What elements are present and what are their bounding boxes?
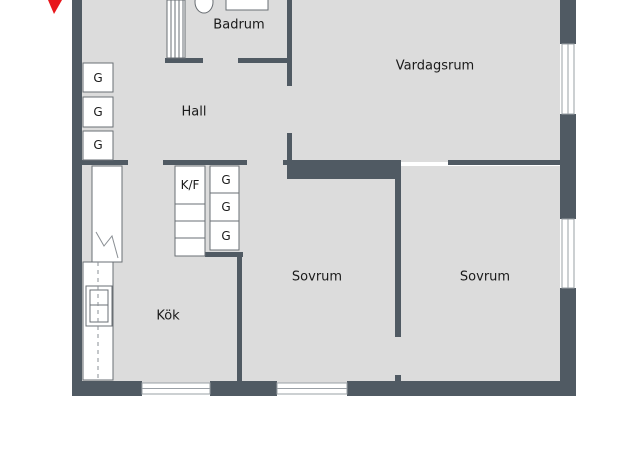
wall-bottom-left bbox=[72, 381, 142, 396]
cabinet-label-hall-1: G bbox=[93, 71, 103, 85]
bath-washbasin bbox=[225, 0, 269, 11]
kitchen-wardrobe-1 bbox=[209, 165, 240, 194]
bath-toilet bbox=[194, 0, 214, 14]
interior-walls bbox=[82, 0, 560, 383]
wall-bathroom-right bbox=[287, 0, 292, 86]
cabinet-label-kitchen-2: G bbox=[221, 200, 231, 214]
wall-hall-bottom-left bbox=[82, 160, 128, 165]
cabinet-label-hall-3: G bbox=[93, 138, 103, 152]
wall-bottom-right bbox=[347, 381, 576, 396]
kitchen-wardrobe-3 bbox=[209, 220, 240, 251]
cabinet-label-kitchen-3: G bbox=[221, 229, 231, 243]
wall-bedroom-divider-stub bbox=[395, 375, 401, 383]
room-label-sovrum-2: Sovrum bbox=[459, 269, 511, 285]
hall-wardrobe-2 bbox=[82, 96, 114, 128]
wall-right-bottom bbox=[560, 288, 576, 396]
kitchen-sink-basin bbox=[89, 289, 109, 323]
wall-bedroom-2-top bbox=[448, 160, 560, 165]
fridge-freezer-lower bbox=[174, 203, 206, 257]
wall-bathroom-bottom-left bbox=[165, 58, 203, 63]
fridge-freezer bbox=[174, 165, 206, 205]
wall-bathroom-bottom-right bbox=[238, 58, 290, 63]
room-label-hall: Hall bbox=[181, 104, 207, 120]
floor-areas bbox=[80, 0, 560, 384]
kitchen-guide-lines bbox=[95, 231, 119, 380]
wall-right-mid bbox=[560, 114, 576, 219]
wall-closet-bottom bbox=[205, 252, 243, 257]
fixtures bbox=[82, 0, 269, 381]
wall-bottom-mid bbox=[210, 381, 277, 396]
window-lines bbox=[142, 44, 569, 389]
wall-kitchen-right bbox=[237, 252, 242, 383]
room-label-kok: Kök bbox=[156, 308, 180, 324]
room-label-vardagsrum: Vardagsrum bbox=[395, 58, 475, 74]
wall-left bbox=[72, 0, 82, 396]
kitchen-counter-upper bbox=[91, 165, 123, 263]
stove-symbol-icon bbox=[95, 231, 119, 259]
cabinet-label-kitchen-1: G bbox=[221, 173, 231, 187]
floor-bedroom-1-area bbox=[240, 166, 398, 384]
hall-wardrobe-3 bbox=[82, 130, 114, 161]
hall-wardrobe-1 bbox=[82, 62, 114, 93]
cabinet-label-hall-2: G bbox=[93, 105, 103, 119]
room-label-badrum: Badrum bbox=[213, 17, 265, 33]
compass-north-arrow-icon bbox=[48, 0, 62, 14]
wall-bedroom-divider bbox=[395, 160, 401, 337]
wall-bedroom-1-top bbox=[287, 160, 400, 179]
bath-towel-rail bbox=[166, 0, 186, 59]
kitchen-wardrobe-2 bbox=[209, 192, 240, 222]
wall-right-top bbox=[560, 0, 576, 44]
floor-bedroom-2-area bbox=[398, 166, 560, 384]
room-label-sovrum-1: Sovrum bbox=[291, 269, 343, 285]
wall-hall-right bbox=[287, 133, 292, 165]
outer-walls bbox=[72, 0, 576, 396]
wall-hall-bottom-mid bbox=[163, 160, 247, 165]
cabinet-label-kf: K/F bbox=[180, 178, 200, 192]
